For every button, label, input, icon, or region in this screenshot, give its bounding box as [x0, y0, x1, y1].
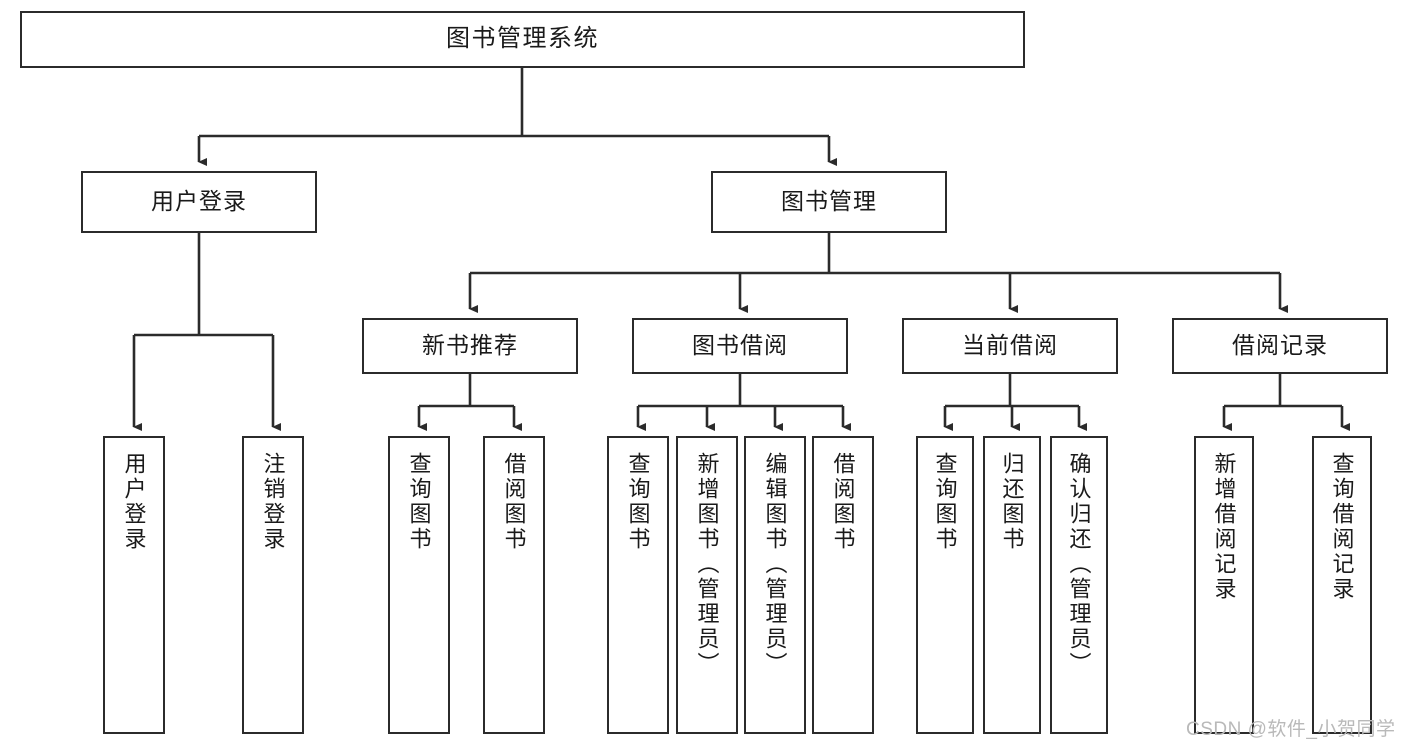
- node-book-borrow[interactable]: 图书借阅: [632, 318, 848, 374]
- node-leaf-confirm-return-admin[interactable]: 确认归还（管理员）: [1050, 436, 1108, 734]
- node-user-login[interactable]: 用户登录: [81, 171, 317, 233]
- node-leaf-user-login-label: 用户登录: [121, 452, 147, 552]
- node-leaf-add-borrow-record-label: 新增借阅记录: [1211, 452, 1237, 602]
- node-user-login-label: 用户登录: [151, 188, 247, 215]
- node-leaf-user-login[interactable]: 用户登录: [103, 436, 165, 734]
- node-book-borrow-label: 图书借阅: [692, 332, 788, 359]
- node-book-manage-label: 图书管理: [781, 188, 877, 215]
- node-leaf-query-book-3[interactable]: 查询图书: [916, 436, 974, 734]
- node-root-label: 图书管理系统: [446, 25, 599, 53]
- node-leaf-borrow-book-2-label: 借阅图书: [830, 452, 856, 552]
- node-leaf-query-book-1-label: 查询图书: [406, 452, 432, 552]
- node-borrow-record[interactable]: 借阅记录: [1172, 318, 1388, 374]
- node-leaf-query-borrow-record-label: 查询借阅记录: [1329, 452, 1355, 602]
- node-leaf-add-borrow-record[interactable]: 新增借阅记录: [1194, 436, 1254, 734]
- node-new-book-recommend-label: 新书推荐: [422, 332, 518, 359]
- node-leaf-confirm-return-admin-label: 确认归还（管理员）: [1066, 452, 1092, 677]
- node-new-book-recommend[interactable]: 新书推荐: [362, 318, 578, 374]
- node-leaf-borrow-book-2[interactable]: 借阅图书: [812, 436, 874, 734]
- node-leaf-borrow-book-1[interactable]: 借阅图书: [483, 436, 545, 734]
- node-leaf-edit-book-admin-label: 编辑图书（管理员）: [762, 452, 788, 677]
- node-leaf-query-borrow-record[interactable]: 查询借阅记录: [1312, 436, 1372, 734]
- node-leaf-return-book[interactable]: 归还图书: [983, 436, 1041, 734]
- node-current-borrow[interactable]: 当前借阅: [902, 318, 1118, 374]
- node-leaf-borrow-book-1-label: 借阅图书: [501, 452, 527, 552]
- node-root[interactable]: 图书管理系统: [20, 11, 1025, 68]
- node-current-borrow-label: 当前借阅: [962, 332, 1058, 359]
- node-leaf-query-book-1[interactable]: 查询图书: [388, 436, 450, 734]
- node-borrow-record-label: 借阅记录: [1232, 332, 1328, 359]
- node-leaf-add-book-admin[interactable]: 新增图书（管理员）: [676, 436, 738, 734]
- node-book-manage[interactable]: 图书管理: [711, 171, 947, 233]
- node-leaf-query-book-2[interactable]: 查询图书: [607, 436, 669, 734]
- node-leaf-return-book-label: 归还图书: [999, 452, 1025, 552]
- node-leaf-logout-login[interactable]: 注销登录: [242, 436, 304, 734]
- node-leaf-edit-book-admin[interactable]: 编辑图书（管理员）: [744, 436, 806, 734]
- node-leaf-add-book-admin-label: 新增图书（管理员）: [694, 452, 720, 677]
- node-leaf-logout-login-label: 注销登录: [260, 452, 286, 552]
- watermark: CSDN @软件_小贺同学: [1186, 719, 1396, 740]
- node-leaf-query-book-3-label: 查询图书: [932, 452, 958, 552]
- node-leaf-query-book-2-label: 查询图书: [625, 452, 651, 552]
